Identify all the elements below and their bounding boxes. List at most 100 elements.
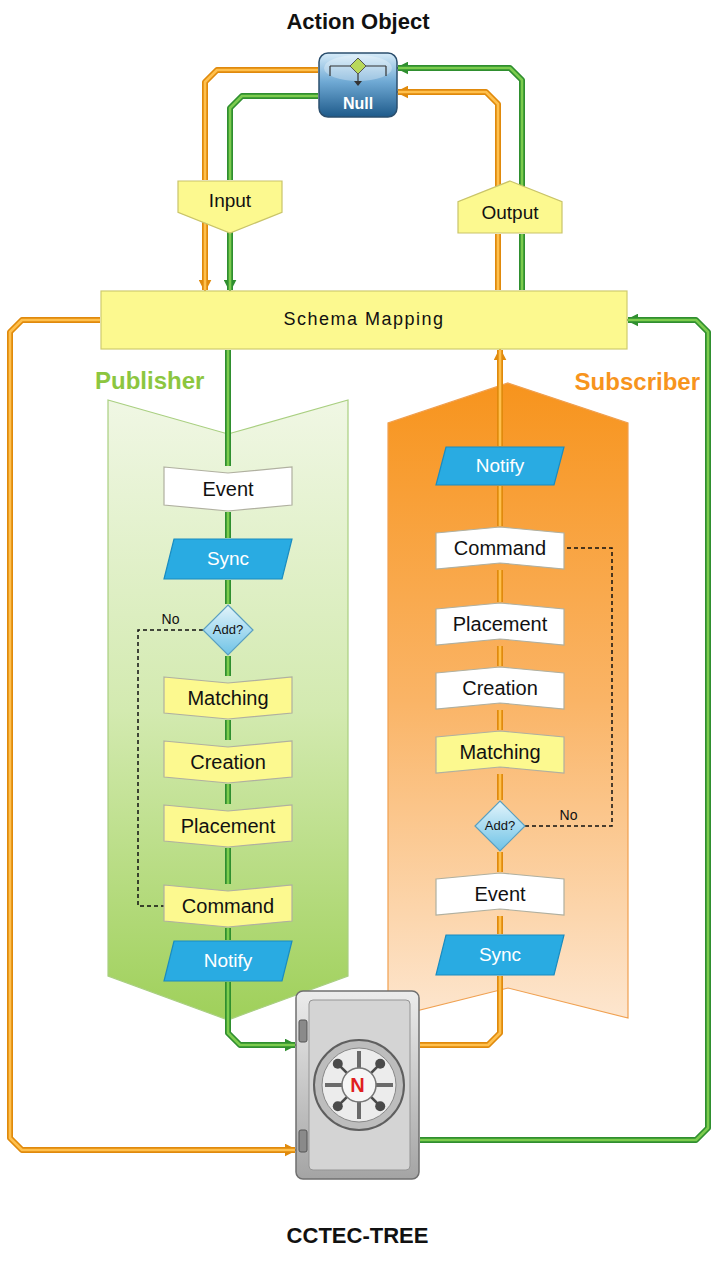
node-label: Creation xyxy=(190,751,266,773)
flow-line-outline xyxy=(225,350,231,466)
node-label: Input xyxy=(209,191,251,224)
node-label: Notify xyxy=(476,456,525,477)
node-label: Sync xyxy=(479,945,521,966)
flow-line-core xyxy=(499,710,502,730)
flow-line-outline xyxy=(227,232,233,290)
node-label: Matching xyxy=(187,687,268,709)
output-tag: Output xyxy=(457,180,563,234)
flow-arrow xyxy=(228,784,229,804)
flow-arrow xyxy=(230,232,231,290)
flow-line-core xyxy=(499,486,502,526)
io-box: Sync xyxy=(435,934,565,976)
flow-line-core xyxy=(499,852,502,872)
flow-line-outline xyxy=(230,96,318,180)
node-label: Command xyxy=(182,895,274,917)
decision-diamond: Add? xyxy=(202,604,254,656)
node-label: Event xyxy=(474,883,525,905)
flow-line-core xyxy=(499,570,502,602)
flow-arrow xyxy=(500,710,501,730)
flow-arrow xyxy=(500,774,501,800)
action-object-icon: Action ObjectNull xyxy=(318,52,398,118)
tree-vault-icon: NCCTEC-TREE xyxy=(295,990,420,1180)
flow-line-outline xyxy=(225,848,231,884)
flow-line-outline xyxy=(225,656,231,676)
flow-line-core xyxy=(499,774,502,800)
node-label: Creation xyxy=(462,677,538,699)
flow-line-outline xyxy=(225,720,231,740)
publisher-band: PublisherEventSyncAdd?MatchingCreationPl… xyxy=(108,400,348,1020)
flow-line-core xyxy=(521,234,524,290)
flow-arrow xyxy=(228,512,229,538)
flow-arrow xyxy=(500,916,501,934)
flow-arrow xyxy=(205,70,318,180)
node-heading: CCTEC-TREE xyxy=(255,1224,460,1248)
flow-line-outline xyxy=(497,852,503,872)
flow-line-core xyxy=(227,848,230,884)
flow-line-outline xyxy=(398,68,522,188)
node-label: Notify xyxy=(204,951,253,972)
process-box: Matching xyxy=(163,676,293,720)
subscriber-band: SubscriberNotifyCommandPlacementCreation… xyxy=(388,383,628,1018)
flow-line-outline xyxy=(225,784,231,804)
flow-line-core xyxy=(227,720,230,740)
flow-line-outline xyxy=(225,928,231,940)
node-label: Matching xyxy=(459,741,540,763)
flow-line-outline xyxy=(497,646,503,666)
process-box: Placement xyxy=(435,602,565,646)
flow-arrow xyxy=(398,68,522,188)
io-box: Notify xyxy=(435,446,565,486)
flow-line-outline xyxy=(497,774,503,800)
node-label: Event xyxy=(202,478,253,500)
process-box: Event xyxy=(435,872,565,916)
decision-diamond: Add? xyxy=(474,800,526,852)
flow-line-outline xyxy=(497,486,503,526)
node-label: Placement xyxy=(181,815,276,837)
flow-line-outline xyxy=(398,92,498,188)
branch-label: No xyxy=(162,612,180,627)
flow-arrow xyxy=(500,852,501,872)
flow-line-core xyxy=(499,646,502,666)
flow-line-core xyxy=(497,234,500,290)
node-heading: Null xyxy=(318,95,398,113)
flow-line-outline xyxy=(225,580,231,604)
flow-line-core xyxy=(205,70,318,180)
flow-line-core xyxy=(227,350,230,466)
node-heading: Action Object xyxy=(258,10,458,34)
process-box: Event xyxy=(163,466,293,512)
flow-line-core xyxy=(398,92,498,188)
flow-line-outline xyxy=(495,234,501,290)
node-label: Sync xyxy=(207,549,249,570)
mapping-bar: Schema Mapping xyxy=(100,290,628,350)
flow-arrow xyxy=(230,96,318,180)
node-label: Output xyxy=(481,191,538,224)
flow-line-core xyxy=(499,350,502,446)
io-box: Sync xyxy=(163,538,293,580)
flow-line-core xyxy=(204,222,207,290)
flow-arrow xyxy=(398,92,498,188)
branch-label: No xyxy=(560,808,578,823)
flow-line-outline xyxy=(519,234,525,290)
flow-arrow xyxy=(205,222,206,290)
node-label: Add? xyxy=(485,819,515,833)
flow-arrow xyxy=(500,350,501,446)
node-heading: Subscriber xyxy=(575,369,700,395)
process-box: Placement xyxy=(163,804,293,848)
flow-arrow xyxy=(498,234,499,290)
node-label: Add? xyxy=(213,623,243,637)
process-box: Creation xyxy=(435,666,565,710)
process-box: Creation xyxy=(163,740,293,784)
flow-arrow xyxy=(228,350,229,466)
flow-line-core xyxy=(227,512,230,538)
flow-arrow xyxy=(228,580,229,604)
process-box: Matching xyxy=(435,730,565,774)
flow-line-outline xyxy=(202,222,208,290)
flow-line-core xyxy=(499,916,502,934)
flow-line-outline xyxy=(497,350,503,446)
node-heading: Publisher xyxy=(95,368,204,394)
io-box: Notify xyxy=(163,940,293,982)
input-tag: Input xyxy=(177,180,283,234)
flow-line-core xyxy=(398,68,522,188)
flow-arrow xyxy=(500,646,501,666)
flow-line-outline xyxy=(497,710,503,730)
flow-line-core xyxy=(229,232,232,290)
